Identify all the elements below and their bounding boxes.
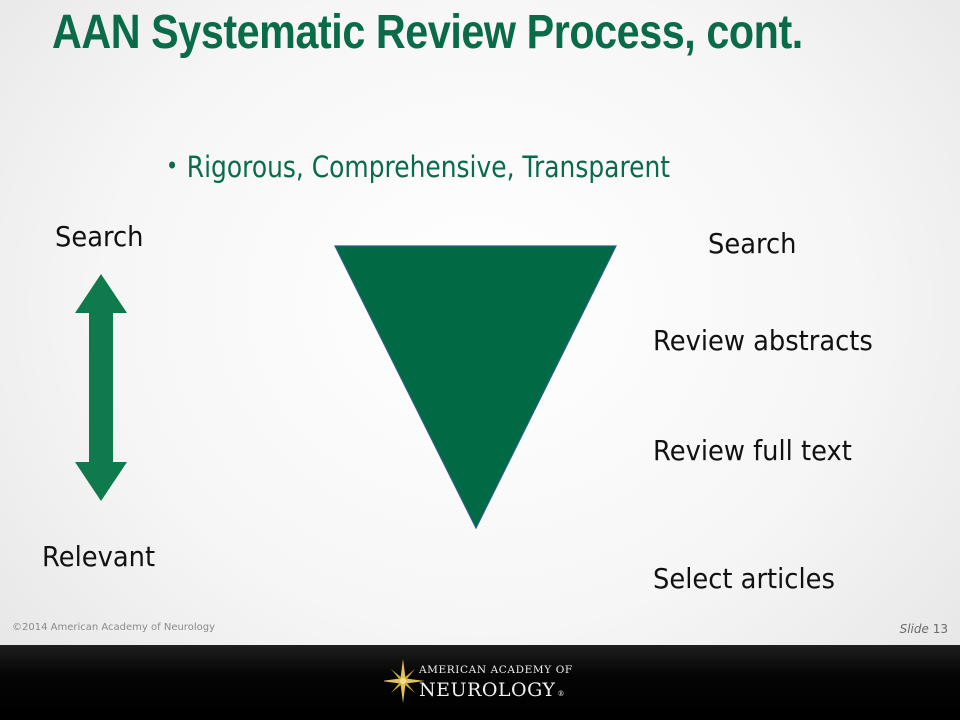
slide-title: AAN Systematic Review Process, cont. [52, 6, 803, 59]
logo-wordmark: NEUROLOGY [419, 679, 556, 701]
slide-label: Slide [899, 622, 929, 636]
logo-line-1: AMERICAN ACADEMY OF [419, 664, 573, 676]
footer-bar: AMERICAN ACADEMY OF NEUROLOGY® [0, 645, 960, 720]
bullet-text: Rigorous, Comprehensive, Transparent [186, 150, 671, 184]
logo-line-2: NEUROLOGY® [419, 679, 565, 701]
registered-mark: ® [557, 690, 565, 698]
bullet-icon: • [166, 152, 179, 180]
step-review-abstracts: Review abstracts [653, 324, 873, 357]
step-select-articles: Select articles [653, 562, 835, 595]
funnel-triangle [334, 245, 617, 530]
aan-logo: AMERICAN ACADEMY OF NEUROLOGY® [384, 653, 584, 713]
left-label-relevant: Relevant [42, 540, 156, 573]
step-review-full-text: Review full text [653, 434, 852, 467]
diagram-shapes [75, 245, 617, 530]
slide: AAN Systematic Review Process, cont. •Ri… [12, 6, 948, 636]
copyright-text: ©2014 American Academy of Neurology [12, 622, 215, 633]
double-arrow-icon [75, 274, 127, 501]
starburst-icon [384, 659, 424, 703]
slide-number-value: 13 [932, 622, 948, 636]
left-label-search: Search [55, 220, 144, 253]
step-search: Search [708, 227, 797, 260]
slide-number: Slide 13 [900, 622, 948, 636]
bullet-point: •Rigorous, Comprehensive, Transparent [166, 150, 670, 184]
